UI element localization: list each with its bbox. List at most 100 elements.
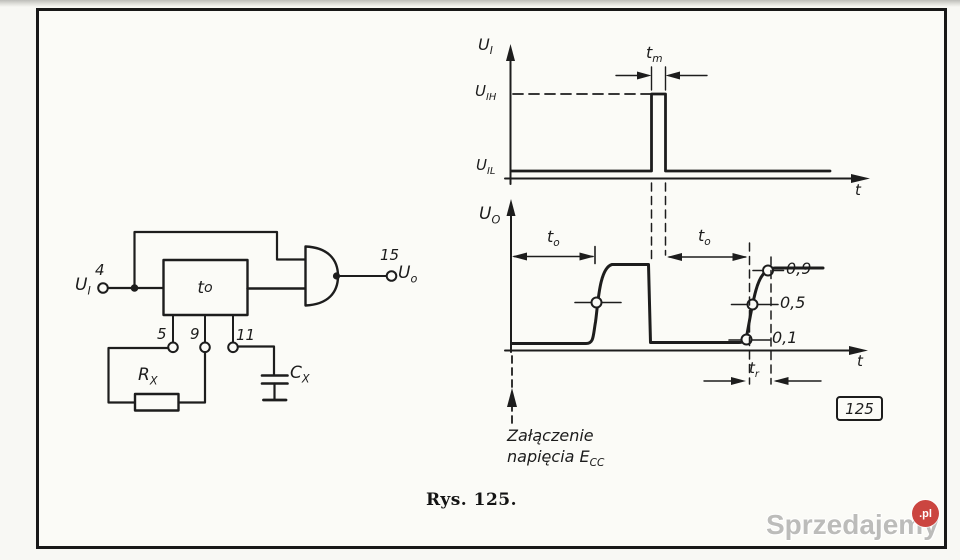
- label-base: t: [646, 43, 653, 62]
- label-base: 15: [380, 246, 400, 264]
- tr-arrowhead-right: [773, 377, 789, 385]
- label-sub: CC: [589, 457, 605, 470]
- tr-label: tr: [749, 359, 759, 380]
- label-base: t: [857, 352, 863, 370]
- label-sub: IH: [485, 92, 497, 103]
- label-base: t: [855, 181, 861, 199]
- tm-arrowhead-right: [665, 71, 680, 80]
- pin5-terminal: [167, 341, 179, 354]
- figure-border-frame: [36, 8, 947, 549]
- scan-edge-shadow: [0, 0, 960, 7]
- label-base: U: [476, 156, 487, 174]
- capacitor-wire: [236, 345, 276, 376]
- input-plot-xaxis-label: t: [855, 183, 861, 198]
- power-on-up-arrow: [507, 388, 517, 407]
- label-base: 4: [95, 261, 105, 279]
- label-sub: I: [87, 284, 91, 298]
- label-base: E: [579, 447, 590, 466]
- power-on-annotation-line2: napięcia ECC: [507, 447, 604, 469]
- resistor-body: [133, 392, 180, 412]
- label-base: t: [547, 227, 554, 246]
- capacitor-label: CX: [290, 363, 310, 386]
- label-sub: o: [553, 237, 560, 250]
- label-base: Rys. 125.: [426, 490, 518, 510]
- watermark-text: Sprzedajemy: [766, 509, 939, 541]
- level-01-label: 0,1: [772, 330, 797, 346]
- circuit-output-pin-label: 15: [380, 248, 399, 263]
- label-base: U: [475, 82, 486, 100]
- figure-number-tag: 125: [836, 396, 883, 421]
- label-base: U: [479, 204, 492, 224]
- figure-caption: Rys. 125.: [426, 490, 517, 510]
- label-base: .pl: [919, 507, 932, 520]
- circuit-pin9-label: 9: [190, 327, 200, 342]
- power-on-annotation-line1: Załączenie: [507, 428, 594, 444]
- label-base: t: [197, 277, 204, 298]
- circuit-input-pin-label: 4: [95, 263, 105, 278]
- output-plot-xaxis-label: t: [857, 354, 863, 369]
- label-base: 9: [190, 325, 200, 343]
- tr-arrowhead-left: [731, 377, 746, 385]
- output-terminal: [385, 270, 398, 282]
- label-base: t: [749, 359, 755, 377]
- label-sub: IL: [486, 166, 496, 177]
- resistor-right-wire: [177, 351, 207, 404]
- label-sub: m: [652, 53, 663, 66]
- circuit-diagram: [97, 230, 398, 412]
- uih-level-label: UIH: [475, 82, 496, 103]
- label-sub: o: [204, 279, 213, 296]
- label-sub: I: [489, 45, 493, 58]
- label-base: 0,9: [786, 259, 812, 278]
- label-base: Sprzedajemy: [766, 509, 939, 540]
- input-terminal: [97, 282, 109, 294]
- to-left-label: to: [547, 227, 560, 249]
- label-sub: o: [704, 236, 711, 249]
- input-signal: [509, 92, 832, 173]
- label-base: 5: [157, 325, 167, 343]
- label-base: U: [478, 35, 490, 54]
- tm-arrowhead-left: [637, 71, 652, 80]
- pin9-terminal: [199, 341, 211, 354]
- tm-label: tm: [646, 43, 663, 65]
- to-right-label: to: [698, 226, 711, 248]
- label-sub: r: [754, 369, 759, 380]
- label-base: Załączenie: [507, 426, 594, 445]
- label-base: 11: [236, 326, 256, 344]
- uo-t-axis-arrow: [849, 346, 868, 355]
- ui-y-axis-arrow: [506, 44, 515, 61]
- label-base: napięcia: [507, 447, 575, 466]
- to-right-arrowhead-b: [732, 253, 748, 261]
- uil-level-label: UIL: [476, 156, 495, 177]
- gate-output-dot: [332, 272, 341, 280]
- circuit-pin5-label: 5: [157, 327, 167, 342]
- to-left-arrowhead-a: [512, 252, 527, 261]
- junction-dot: [130, 284, 139, 292]
- label-sub: o: [410, 272, 418, 286]
- label-base: U: [398, 263, 411, 283]
- input-plot-yaxis-label: UI: [478, 35, 493, 57]
- label-base: t: [698, 226, 705, 245]
- label-base: U: [75, 275, 88, 295]
- feedback-wire: [133, 230, 308, 290]
- label-sub: X: [301, 372, 310, 386]
- label-base: C: [290, 363, 302, 383]
- to-right-arrowhead-a: [667, 253, 682, 261]
- level-05-label: 0,5: [780, 295, 805, 311]
- circuit-pin11-label: 11: [236, 328, 255, 343]
- uo-y-axis-arrow: [506, 199, 516, 216]
- label-sub: X: [149, 374, 158, 388]
- ui-t-axis-arrow: [851, 174, 870, 183]
- label-base: 0,1: [772, 328, 798, 347]
- label-base: 0,5: [780, 293, 806, 312]
- output-plot-yaxis-label: UO: [479, 204, 501, 227]
- to-left-arrowhead-b: [579, 252, 595, 261]
- label-sub: O: [491, 213, 501, 227]
- marker-first-05: [590, 296, 603, 309]
- label-base: R: [138, 365, 150, 385]
- label-base: 125: [845, 399, 874, 418]
- circuit-output-voltage-label: Uo: [398, 263, 418, 286]
- level-09-label: 0,9: [786, 261, 811, 277]
- resistor-label: RX: [138, 365, 158, 388]
